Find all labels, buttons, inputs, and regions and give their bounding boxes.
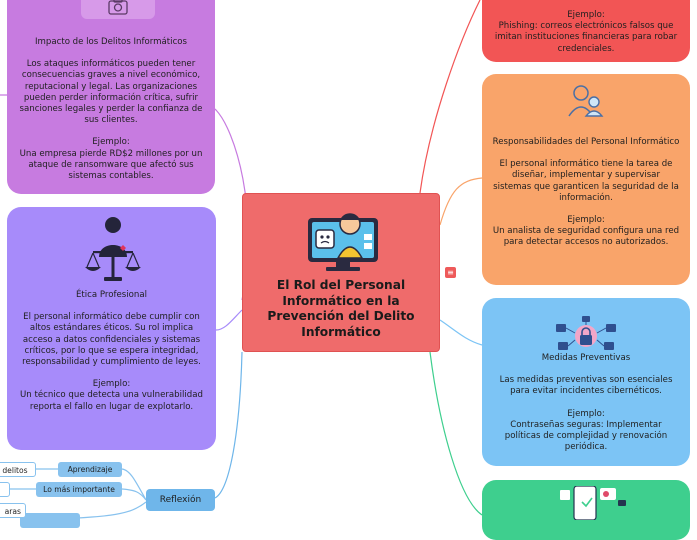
central-title: El Rol del Personal Informático en la Pr…	[267, 278, 415, 339]
link-reflexion-2	[121, 488, 147, 501]
medidas-card[interactable]: Medidas Preventivas Las medidas preventi…	[482, 298, 690, 466]
camera-icon	[81, 0, 155, 19]
link-reflexion-1	[121, 468, 147, 501]
network-security-icon	[554, 316, 618, 356]
impacto-body: Los ataques informáticos pueden tener co…	[19, 59, 203, 126]
impacto-card[interactable]: Impacto de los Delitos Informáticos Los …	[7, 0, 215, 194]
link-phishing	[419, 0, 481, 194]
phishing-card[interactable]: Ejemplo: Phishing: correos electrónicos …	[482, 0, 690, 62]
impacto-title: Impacto de los Delitos Informáticos	[34, 37, 188, 47]
etica-example: Un técnico que detecta una vulnerabilida…	[20, 390, 203, 412]
reflexion-item-importante[interactable]: Lo más importante	[36, 482, 122, 497]
person-support-icon	[568, 82, 604, 120]
medidas-example: Contraseñas seguras: Implementar polític…	[504, 419, 668, 453]
cybersecurity-monitor-icon	[304, 206, 382, 272]
responsabilidades-example-label: Ejemplo:	[567, 215, 605, 226]
subitem-delitos[interactable]: delitos	[0, 462, 36, 477]
reflexion-item-aprendizaje[interactable]: Aprendizaje	[58, 462, 122, 477]
impacto-example-label: Ejemplo:	[92, 137, 130, 148]
green-card[interactable]	[482, 480, 690, 540]
central-topic[interactable]: El Rol del Personal Informático en la Pr…	[242, 193, 440, 352]
etica-card[interactable]: Ética Profesional El personal informátic…	[7, 207, 216, 450]
justice-scale-icon	[85, 215, 141, 287]
responsabilidades-example: Un analista de seguridad configura una r…	[492, 226, 680, 248]
etica-title: Ética Profesional	[75, 290, 148, 300]
link-responsabilidades	[439, 177, 483, 226]
link-medidas	[439, 319, 483, 346]
etica-example-label: Ejemplo:	[92, 379, 131, 390]
medidas-body: Las medidas preventivas son esenciales p…	[499, 375, 673, 397]
responsabilidades-body: El personal informático tiene la tarea d…	[493, 159, 679, 203]
phishing-example: Phishing: correos electrónicos falsos qu…	[494, 21, 678, 54]
responsabilidades-card[interactable]: Responsabilidades del Personal Informáti…	[482, 74, 690, 285]
reflexion-node[interactable]: Reflexión	[146, 489, 215, 511]
phishing-example-label: Ejemplo:	[567, 10, 605, 20]
link-etica	[215, 309, 243, 331]
link-reflexion	[214, 351, 243, 499]
subitem-2[interactable]	[0, 482, 10, 497]
responsabilidades-title: Responsabilidades del Personal Informáti…	[492, 137, 680, 147]
medidas-example-label: Ejemplo:	[567, 408, 605, 419]
subitem-aras[interactable]: aras	[0, 503, 26, 518]
mobile-security-icon	[544, 485, 628, 521]
reflexion-item-3[interactable]	[20, 513, 80, 528]
medidas-title: Medidas Preventivas	[541, 353, 631, 363]
etica-body: El personal informático debe cumplir con…	[22, 312, 201, 368]
impacto-example: Una empresa pierde RD$2 millones por un …	[19, 148, 203, 182]
link-green	[429, 351, 483, 516]
menu-toggle-icon[interactable]: ≡	[445, 267, 456, 278]
